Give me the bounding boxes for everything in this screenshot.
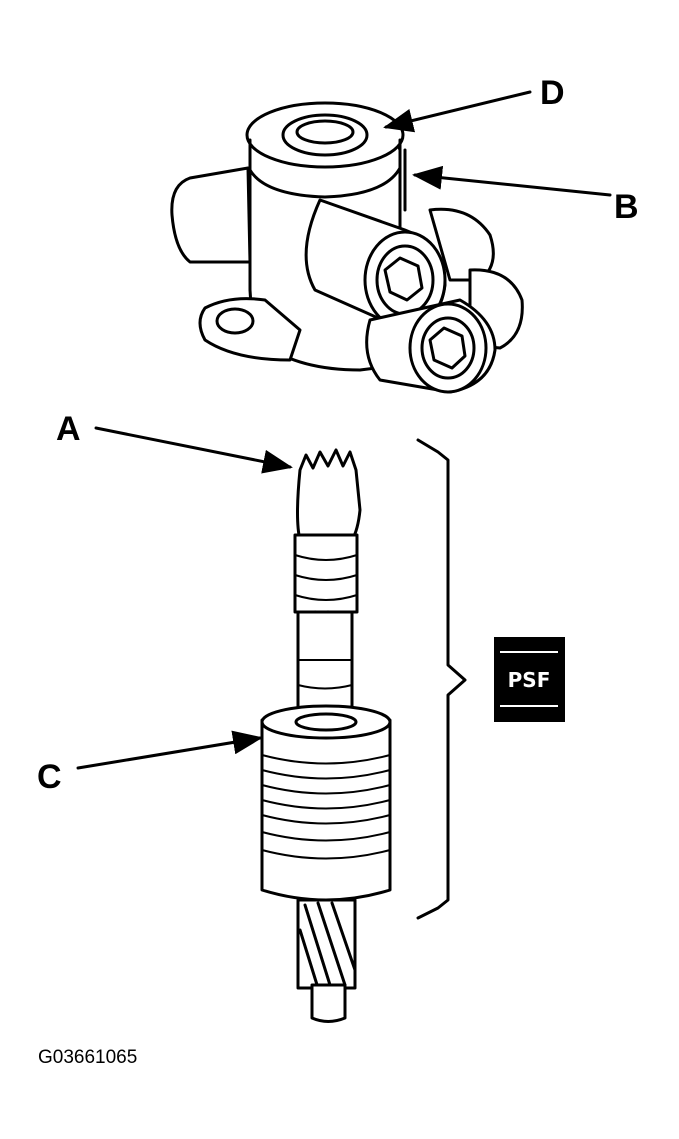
- callout-b-leader: [412, 165, 612, 197]
- callout-b: B: [614, 188, 639, 226]
- psf-badge: PSF: [494, 637, 565, 722]
- figure-id: G03661065: [38, 1047, 137, 1068]
- callout-c: C: [37, 758, 62, 796]
- callout-a: A: [56, 410, 81, 448]
- psf-badge-label: PSF: [508, 668, 551, 692]
- callout-a-leader: [94, 426, 293, 474]
- callout-d: D: [540, 74, 565, 112]
- valve-shaft: [260, 448, 392, 1023]
- callout-d-leader: [383, 90, 532, 133]
- callout-c-leader: [76, 730, 263, 770]
- valve-housing: [170, 101, 524, 394]
- assembly-bracket: [416, 438, 467, 920]
